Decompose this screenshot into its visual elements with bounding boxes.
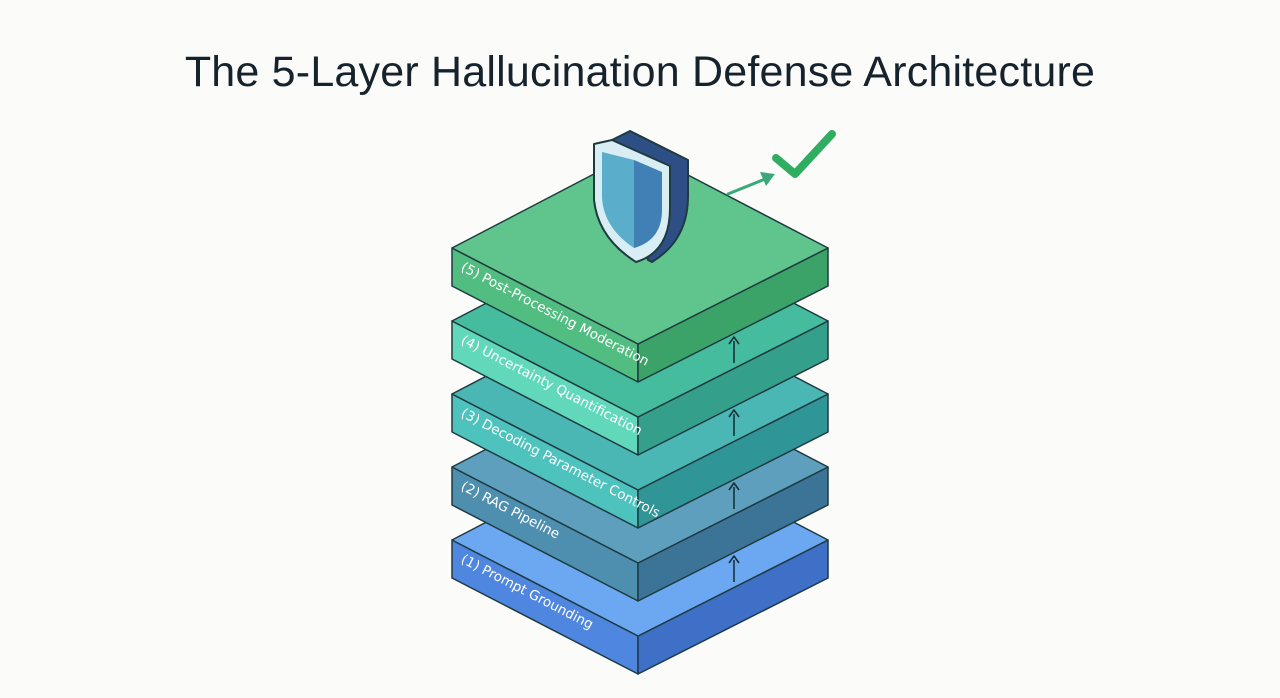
checkmark-icon <box>772 130 836 178</box>
arrow-up-icon <box>728 336 740 363</box>
shield-icon <box>593 130 689 263</box>
arrow-up-icon <box>728 482 740 509</box>
layers-group: (1) Prompt Grounding(2) RAG Pipeline(3) … <box>451 149 829 675</box>
arrow-up-icon <box>728 555 740 582</box>
output-arrow-icon <box>726 172 775 196</box>
arrow-up-icon <box>728 409 740 436</box>
page-title: The 5-Layer Hallucination Defense Archit… <box>184 48 1096 96</box>
